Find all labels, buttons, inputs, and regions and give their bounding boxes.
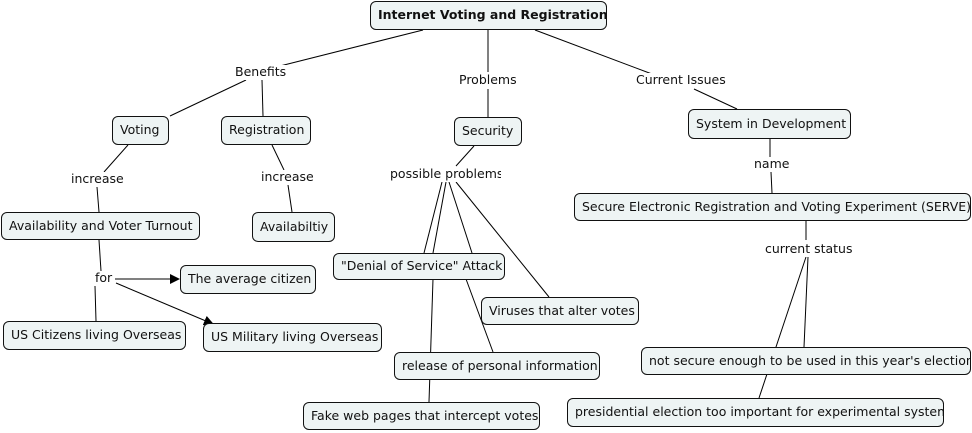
concept-voting[interactable]: Voting [112,116,169,145]
concept-average-citizen[interactable]: The average citizen [180,265,316,294]
concept-serve[interactable]: Secure Electronic Registration and Votin… [574,193,971,221]
link-benefits: Benefits [234,65,288,80]
concept-viruses[interactable]: Viruses that alter votes [481,297,639,325]
concept-us-citizens-overseas[interactable]: US Citizens living Overseas [3,321,186,350]
concept-release-personal-info[interactable]: release of personal information [394,352,600,380]
link-problems: Problems [458,73,518,88]
link-for: for [94,271,114,286]
concept-presidential-election[interactable]: presidential election too important for … [567,398,944,427]
concept-registration[interactable]: Registration [221,116,311,145]
link-current-status: current status [764,242,852,257]
concept-system-in-development[interactable]: System in Development [688,109,851,139]
concept-us-military-overseas[interactable]: US Military living Overseas [203,323,382,352]
link-increase-voting: increase [70,172,125,187]
concept-not-secure[interactable]: not secure enough to be used in this yea… [641,347,971,375]
link-increase-registration: increase [260,170,315,185]
root-concept[interactable]: Internet Voting and Registration [370,1,607,30]
concept-fake-web-pages[interactable]: Fake web pages that intercept votes [303,402,540,430]
link-current-issues: Current Issues [635,73,726,88]
concept-security[interactable]: Security [454,117,522,146]
link-name: name [753,157,791,172]
concept-denial-of-service[interactable]: "Denial of Service" Attack [333,253,505,280]
link-possible-problems: possible problems [389,167,501,182]
concept-availability-voter-turnout[interactable]: Availability and Voter Turnout [1,212,200,240]
concept-availability[interactable]: Availabiltiy [252,212,335,242]
